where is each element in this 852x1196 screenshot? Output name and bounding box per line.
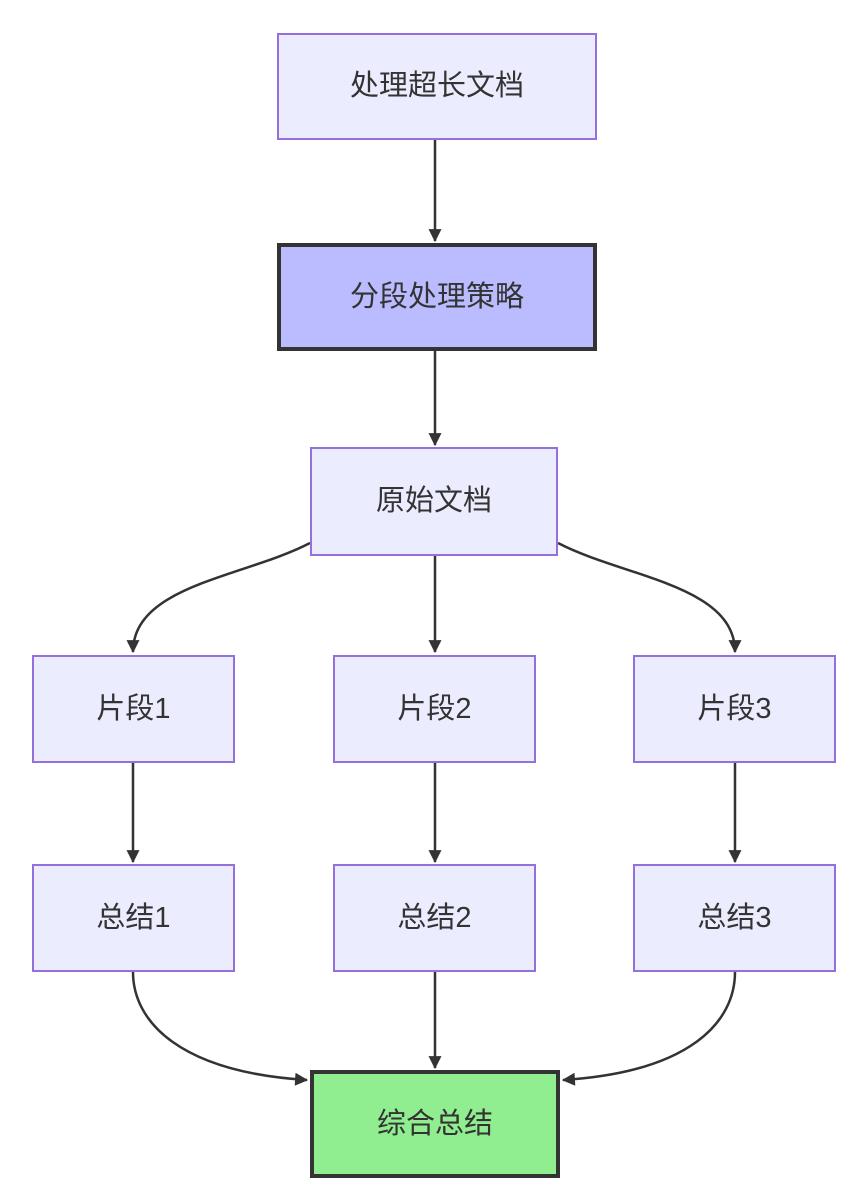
node-original: 原始文档 bbox=[310, 447, 558, 556]
node-strategy-label: 分段处理策略 bbox=[349, 280, 524, 313]
node-doc: 处理超长文档 bbox=[277, 33, 597, 140]
node-sum1-label: 总结1 bbox=[96, 901, 171, 934]
node-frag2-label: 片段2 bbox=[397, 692, 472, 725]
node-doc-label: 处理超长文档 bbox=[349, 70, 524, 103]
node-original-label: 原始文档 bbox=[375, 485, 492, 518]
edge-sum3-final bbox=[561, 971, 737, 1086]
node-final: 综合总结 bbox=[310, 1070, 560, 1178]
edge-original-frag3 bbox=[557, 541, 742, 654]
node-sum3: 总结3 bbox=[633, 864, 836, 972]
node-frag1: 片段1 bbox=[32, 655, 235, 763]
edge-sum1-final bbox=[131, 971, 309, 1086]
node-frag1-label: 片段1 bbox=[96, 692, 171, 725]
node-frag2: 片段2 bbox=[333, 655, 536, 763]
node-sum2-label: 总结2 bbox=[397, 901, 472, 934]
edge-original-frag1 bbox=[126, 541, 311, 654]
node-sum1: 总结1 bbox=[32, 864, 235, 972]
node-strategy: 分段处理策略 bbox=[277, 243, 597, 351]
node-frag3-label: 片段3 bbox=[697, 692, 772, 725]
node-sum3-label: 总结3 bbox=[697, 901, 772, 934]
node-final-label: 综合总结 bbox=[376, 1107, 493, 1140]
node-frag3: 片段3 bbox=[633, 655, 836, 763]
node-sum2: 总结2 bbox=[333, 864, 536, 972]
